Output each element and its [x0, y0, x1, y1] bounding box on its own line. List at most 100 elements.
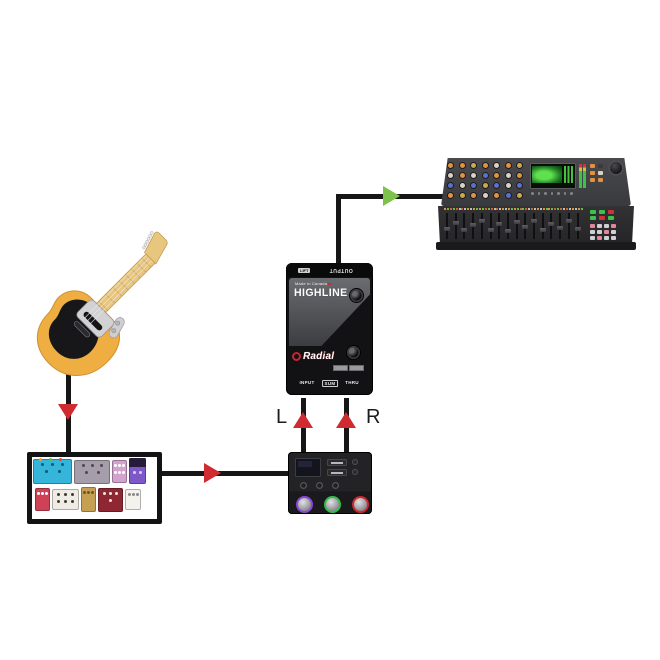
- pedal-knob: [70, 500, 74, 503]
- channel-led: [577, 208, 580, 210]
- channel-led: [551, 208, 554, 210]
- channel-led: [507, 208, 510, 210]
- mixer-knob: [448, 193, 453, 198]
- fader-slot: [533, 213, 535, 239]
- electric-guitar: [36, 231, 168, 376]
- pedal-knob: [51, 463, 54, 466]
- mixer-knob: [517, 173, 522, 178]
- mixer-knob: [505, 163, 511, 168]
- pedal-knob: [44, 470, 48, 473]
- channel-led: [452, 208, 455, 210]
- deck-button: [604, 230, 609, 234]
- channel-led: [450, 208, 452, 210]
- pedal-knob: [138, 471, 142, 474]
- mixer-deck-buttons: [590, 210, 630, 240]
- fader-slot: [446, 213, 448, 239]
- pedal-knob: [60, 463, 64, 466]
- pedal-jack: [49, 458, 52, 461]
- channel-led: [531, 208, 533, 210]
- left-channel-label: L: [276, 406, 288, 428]
- pedal: [98, 488, 123, 512]
- mixer-knob: [471, 173, 476, 178]
- di-box: LIFT OUTPUT Made in Canada HIGHLINE Radi…: [286, 263, 373, 395]
- mixer-knob: [471, 163, 476, 168]
- mixer-knob-field: [448, 163, 528, 205]
- di-brand-logo: Radial: [292, 351, 334, 362]
- pedal: [74, 460, 110, 484]
- pedal-knob: [121, 471, 125, 474]
- fader-cap: [478, 218, 485, 223]
- fader-cap: [496, 222, 503, 227]
- di-thru-label: THRU: [345, 380, 359, 385]
- di-bottom-labels: INPUT SUM THRU: [286, 380, 373, 392]
- deck-button: [597, 224, 602, 228]
- channel-led: [493, 208, 496, 210]
- pedal-knob: [84, 471, 88, 474]
- mixer-knob: [482, 193, 488, 198]
- channel-led: [504, 208, 507, 210]
- mixer-knob: [459, 163, 465, 168]
- di-lower-knob: [347, 346, 360, 359]
- channel-led: [516, 208, 519, 210]
- channel-led: [525, 208, 528, 210]
- fx-switch-down-icon: [327, 469, 347, 476]
- deck-button: [604, 224, 609, 228]
- pedal-knob: [64, 500, 67, 503]
- mixer-knob: [494, 193, 499, 198]
- channel-led: [542, 208, 545, 210]
- mixer-button: [598, 178, 603, 182]
- pedal: [52, 489, 79, 510]
- deck-button: [611, 230, 616, 234]
- channel-led: [557, 208, 560, 210]
- fader-cap: [487, 227, 494, 232]
- channel-led: [554, 208, 557, 210]
- channel-led: [545, 208, 548, 210]
- di-lift-label: LIFT: [298, 268, 311, 273]
- channel-led: [487, 208, 490, 210]
- fader-slot: [463, 213, 466, 239]
- channel-led: [473, 208, 476, 210]
- fader-cap: [452, 221, 459, 226]
- mixer-knob: [517, 163, 522, 168]
- channel-led: [539, 208, 542, 210]
- channel-led: [522, 208, 525, 210]
- fx-multi-effects-pedal: [288, 452, 372, 514]
- fader-cap: [444, 226, 450, 231]
- deck-button: [597, 236, 602, 240]
- di-level-knob: [350, 289, 363, 302]
- pedal-jack: [59, 458, 62, 461]
- mixer-fader-bank: [444, 208, 586, 242]
- pedal-knob: [135, 493, 139, 496]
- pedal: [35, 488, 50, 511]
- channel-led: [519, 208, 522, 210]
- pedal-knob: [109, 492, 112, 495]
- pedal: [33, 458, 72, 484]
- channel-led: [513, 208, 516, 210]
- fader-slot: [489, 213, 492, 239]
- channel-led: [548, 208, 551, 210]
- pedal-jack: [39, 458, 42, 461]
- mixer-knob: [494, 183, 499, 188]
- fx-knob-3: [332, 482, 339, 489]
- channel-led: [565, 208, 568, 210]
- pedal-knob: [133, 471, 137, 474]
- fx-knob-2: [316, 482, 323, 489]
- pedal-knob: [96, 471, 100, 474]
- signal-arrow-to-mixer: [383, 186, 400, 206]
- channel-led: [510, 208, 513, 210]
- mixer-knob: [482, 163, 488, 168]
- mixer-knob: [471, 183, 476, 188]
- channel-led: [490, 208, 493, 210]
- pedal-knob: [99, 464, 103, 467]
- fader-slot: [541, 213, 544, 239]
- mixer-knob: [494, 163, 499, 168]
- mixer-button: [590, 178, 595, 182]
- mixer-knob: [482, 173, 488, 178]
- pedal-knob: [118, 471, 121, 474]
- mixer-knob: [482, 183, 488, 188]
- signal-arrow-guitar-down: [58, 404, 78, 420]
- pedal-knob: [114, 464, 118, 467]
- channel-led: [499, 208, 502, 210]
- deck-button: [611, 224, 616, 228]
- fx-footswitch: [296, 496, 313, 513]
